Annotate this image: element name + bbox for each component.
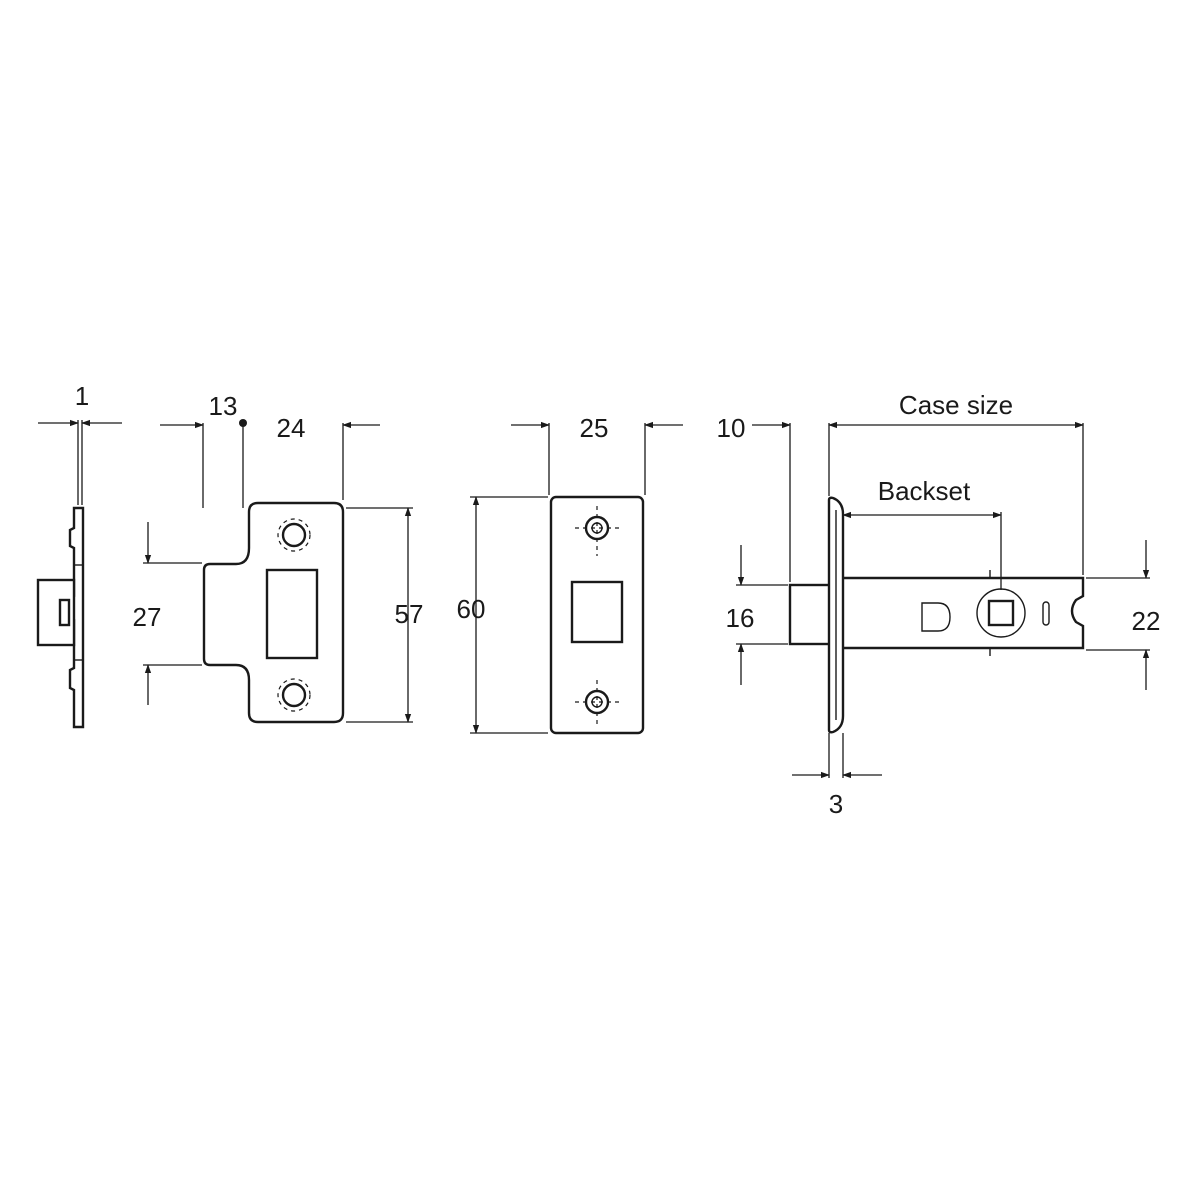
screw-hole-icon xyxy=(277,518,311,552)
dim-tongue-height: 27 xyxy=(133,602,162,632)
dim-latch-height: 16 xyxy=(726,603,755,633)
dim-forend-height: 60 xyxy=(457,594,486,624)
d-slot-icon xyxy=(921,602,951,632)
screw-hole-icon xyxy=(277,678,311,712)
dim-body-height: 22 xyxy=(1132,606,1161,636)
dim-forend-thickness: 3 xyxy=(829,789,843,819)
dim-plate-thickness: 1 xyxy=(75,381,89,411)
dim-latch-projection: 10 xyxy=(717,413,746,443)
dim-case-size: Case size xyxy=(899,390,1013,420)
dimension-point-icon xyxy=(239,419,247,427)
screw-hole-icon xyxy=(575,680,619,726)
dim-keep-offset: 13 xyxy=(209,391,238,421)
latch-side-view xyxy=(736,421,1150,779)
keep-side-view xyxy=(36,419,122,729)
dim-keep-width: 24 xyxy=(277,413,306,443)
screw-hole-icon xyxy=(575,506,619,556)
forend-front-view xyxy=(470,421,683,735)
keep-front-view xyxy=(143,419,413,724)
dim-backset: Backset xyxy=(878,476,971,506)
dim-keep-height: 57 xyxy=(395,599,424,629)
slot-icon xyxy=(1042,601,1050,626)
dim-forend-width: 25 xyxy=(580,413,609,443)
